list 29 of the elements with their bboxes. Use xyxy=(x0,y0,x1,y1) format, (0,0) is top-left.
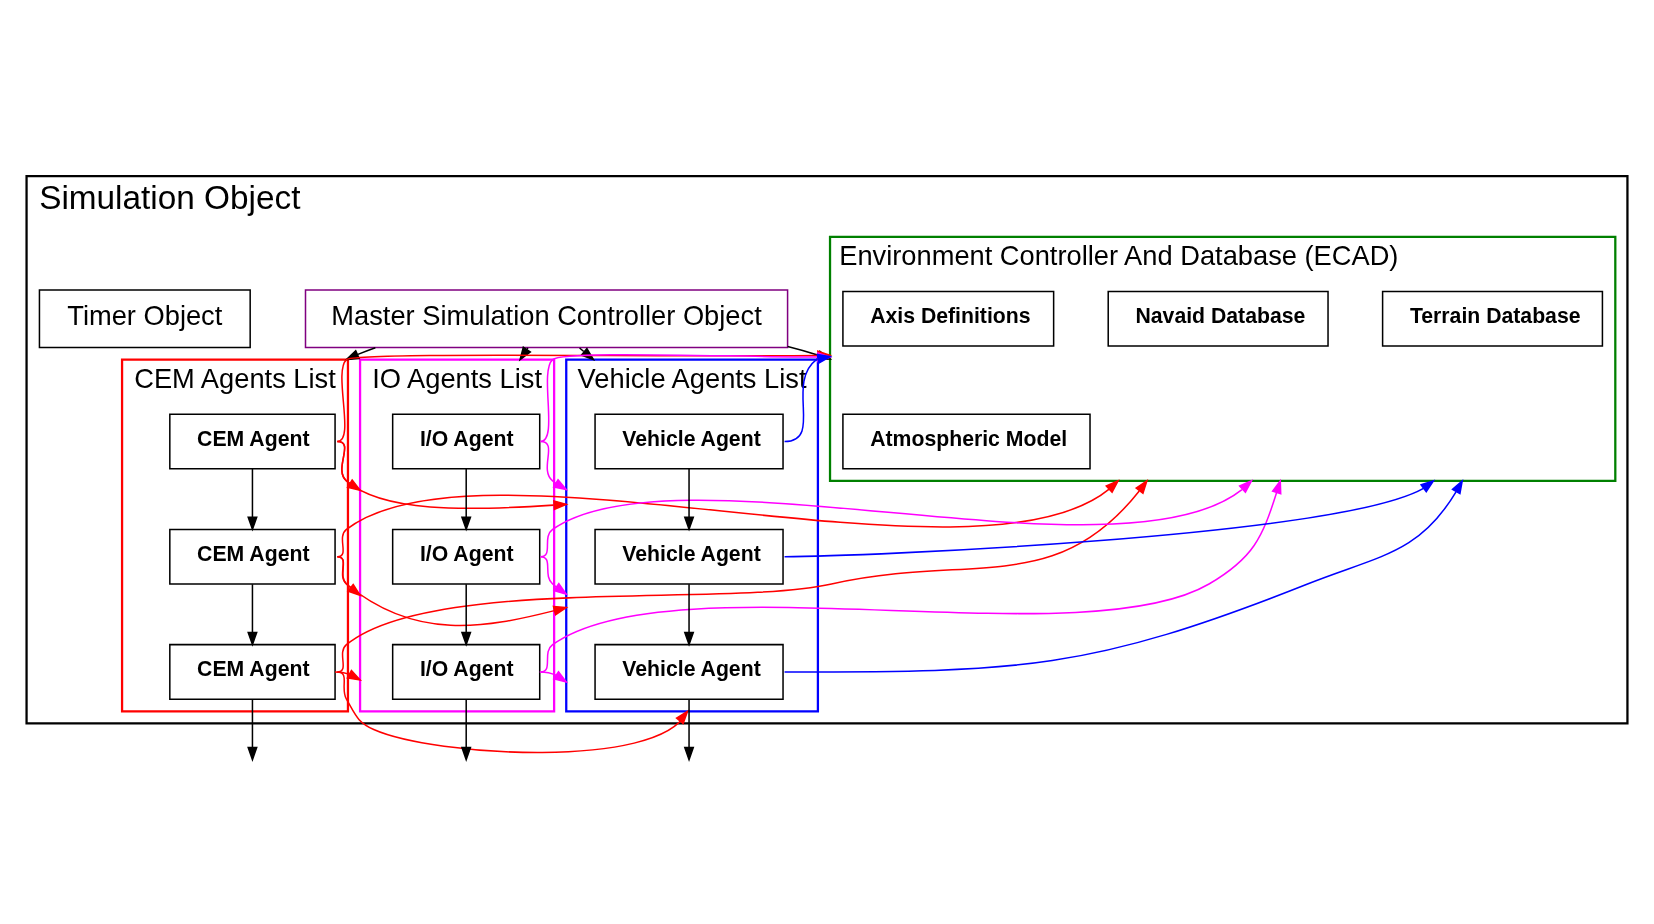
arrow xyxy=(539,478,1282,673)
arrow xyxy=(683,467,695,532)
node-box: Timer Object xyxy=(38,288,251,348)
node-box: Vehicle Agent xyxy=(594,528,784,585)
arrow xyxy=(683,582,695,647)
node-box: Vehicle Agent xyxy=(594,643,784,700)
arrow xyxy=(336,555,569,626)
node-box: Axis Definitions xyxy=(842,290,1055,347)
arrow xyxy=(460,467,472,532)
node-box: Vehicle Agent xyxy=(594,412,784,470)
node-box: CEM Agent xyxy=(169,643,336,700)
arrow xyxy=(683,698,695,762)
node-box: I/O Agent xyxy=(391,528,541,585)
node-box: Navaid Database xyxy=(1107,290,1329,347)
arrow xyxy=(539,478,1254,557)
node-box: Terrain Database xyxy=(1381,290,1604,347)
arrow xyxy=(247,698,258,762)
node-box: I/O Agent xyxy=(391,643,541,700)
node-box: Atmospheric Model xyxy=(842,412,1091,470)
node-box: CEM Agent xyxy=(169,528,336,585)
arrow xyxy=(783,478,1464,673)
arrow xyxy=(247,467,258,532)
arrow xyxy=(247,582,258,647)
node-box: I/O Agent xyxy=(391,412,541,470)
arrow xyxy=(460,698,472,762)
arrow xyxy=(539,555,569,595)
arrow xyxy=(460,582,472,647)
node-box: CEM Agent xyxy=(169,412,336,470)
arrow xyxy=(783,479,1436,557)
